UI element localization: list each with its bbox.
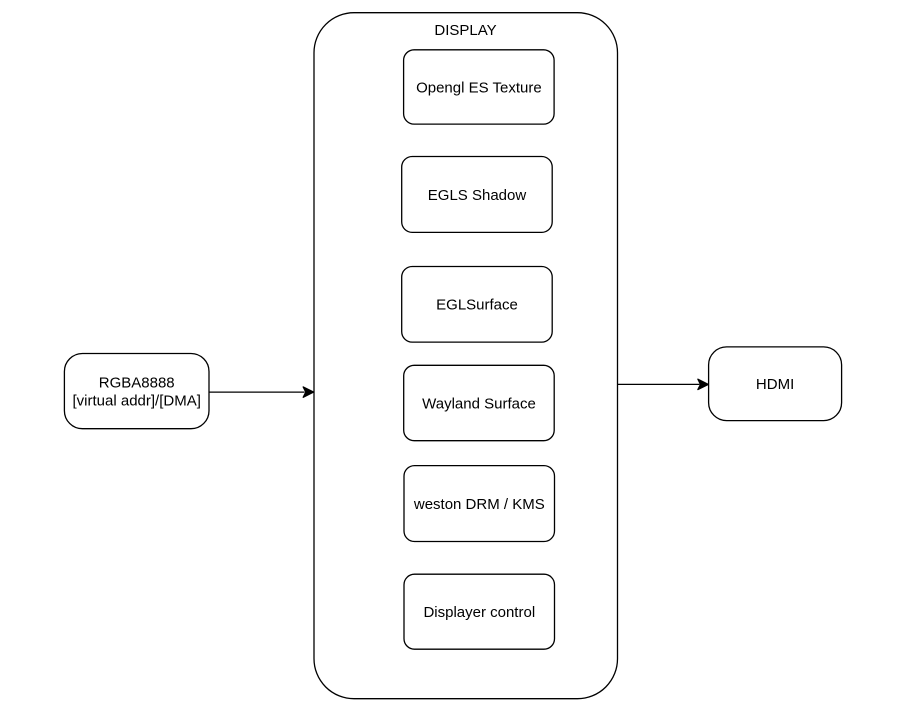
svg-text:RGBA8888: RGBA8888 xyxy=(99,375,175,392)
svg-text:EGLS Shadow: EGLS Shadow xyxy=(428,187,527,204)
svg-text:[virtual addr]/[DMA]: [virtual addr]/[DMA] xyxy=(73,393,201,410)
svg-text:HDMI: HDMI xyxy=(756,376,794,393)
svg-text:Displayer control: Displayer control xyxy=(423,604,535,621)
svg-text:weston DRM / KMS: weston DRM / KMS xyxy=(413,496,545,513)
svg-text:Opengl ES Texture: Opengl ES Texture xyxy=(416,79,542,96)
svg-text:EGLSurface: EGLSurface xyxy=(436,297,518,314)
svg-text:Wayland Surface: Wayland Surface xyxy=(422,395,536,412)
svg-text:DISPLAY: DISPLAY xyxy=(434,22,496,39)
